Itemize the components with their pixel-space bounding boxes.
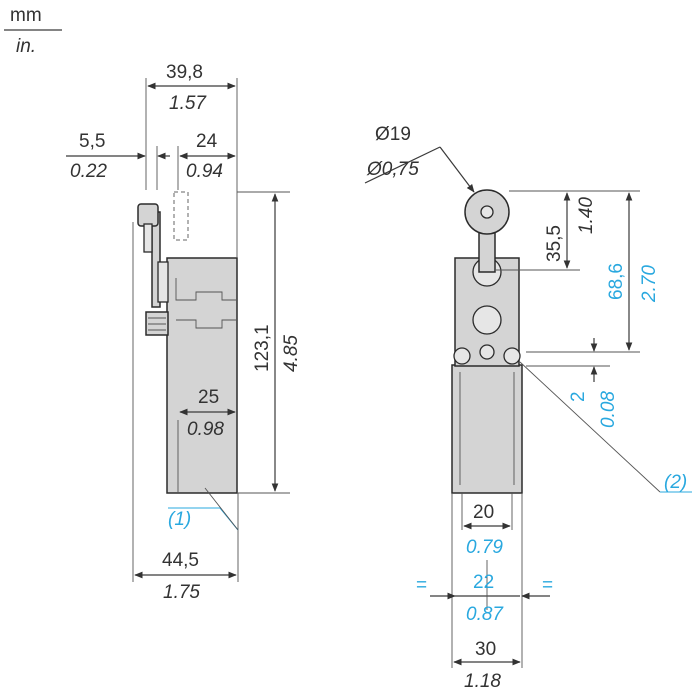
dim-body-width-in: 0.98: [187, 419, 224, 440]
right-housing: [451, 364, 523, 494]
dim-fix-spacing-mm: 20: [473, 502, 494, 523]
left-housing: [166, 257, 238, 494]
dim-arm-height-in: 2.70: [639, 265, 660, 303]
dim-base-width-mm: 44,5: [162, 550, 199, 571]
dim-roller-center-mm: 35,5: [544, 225, 565, 262]
dim-fix-center-mm: 22: [473, 572, 494, 593]
left-housing-notch-lower: [176, 319, 237, 329]
dim-roller-diameter-in: Ø0,75: [366, 159, 419, 180]
dim-body-width-right-in: 1.18: [464, 671, 501, 692]
right-screw-center: [479, 344, 495, 360]
right-front-view: Ø19 Ø0,75 35,5 1.40 68,6 2.70 2 0.08 (2)…: [364, 124, 692, 692]
dim-height-mm: 123,1: [252, 324, 273, 372]
dim-arm-height-mm: 68,6: [606, 263, 627, 300]
dim-height-in: 4.85: [281, 335, 302, 372]
dim-plunger-in: 0.22: [70, 161, 107, 182]
note-2-pointer: [519, 361, 661, 493]
left-housing-notch-upper: [175, 278, 237, 301]
dim-roller-offset-in: 0.94: [186, 161, 223, 182]
left-roller-shaft: [143, 223, 153, 253]
right-screw-left: [453, 347, 471, 365]
equal-mark-left: =: [416, 575, 427, 596]
left-plunger-grip: [148, 317, 166, 331]
dim-hole-offset-in: 0.08: [598, 391, 619, 428]
units-legend: mm in.: [4, 5, 62, 57]
dim-roller-center-in: 1.40: [576, 197, 597, 234]
right-roller-axle: [480, 205, 494, 219]
unit-primary-label: mm: [10, 5, 42, 26]
note-1-pointer: [204, 487, 239, 531]
dim-fix-spacing-in: 0.79: [466, 537, 503, 558]
dim-width-overall-in: 1.57: [169, 93, 207, 114]
left-roller: [137, 203, 159, 227]
equal-mark-right: =: [542, 575, 553, 596]
note-2-label: (2): [664, 472, 687, 493]
unit-secondary-label: in.: [16, 36, 36, 57]
note-1-label: (1): [168, 509, 191, 530]
dim-plunger-mm: 5,5: [79, 131, 105, 152]
dim-body-width-right-mm: 30: [475, 639, 496, 660]
right-head-boss: [472, 305, 502, 335]
dim-body-width-mm: 25: [198, 387, 219, 408]
left-arm-clamp: [157, 261, 169, 303]
dim-leader-roller-underline: [364, 146, 441, 184]
dim-roller-offset-mm: 24: [196, 131, 218, 152]
left-alt-roller-position: [173, 191, 189, 241]
left-plunger-cap: [145, 311, 169, 336]
left-side-view: 39,8 1.57 5,5 0.22 24 0.94 123,1 4.85 25…: [66, 62, 302, 603]
dim-fix-center-in: 0.87: [466, 604, 504, 625]
dim-leader-roller: [439, 146, 475, 193]
dim-hole-offset-mm: 2: [568, 391, 589, 402]
dim-base-width-in: 1.75: [163, 582, 200, 603]
right-screw-right: [503, 347, 521, 365]
dim-width-overall-mm: 39,8: [166, 62, 203, 83]
dim-roller-diameter-mm: Ø19: [375, 124, 411, 145]
